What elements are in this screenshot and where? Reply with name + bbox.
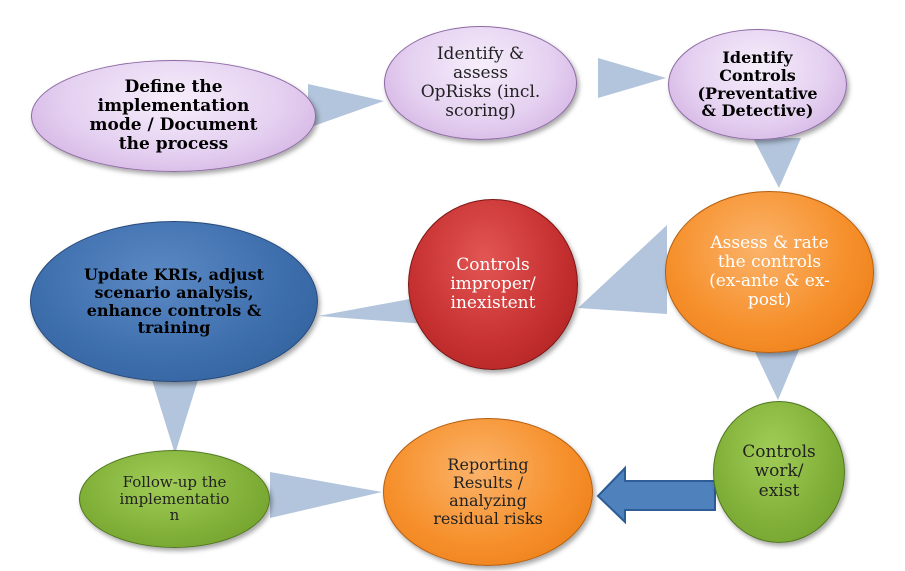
- node-reporting: Reporting Results / analyzing residual r…: [383, 418, 593, 566]
- connector-controls-to-assess: [753, 138, 801, 188]
- connector-identify-to-controls: [598, 58, 666, 98]
- node-controls-improper: Controls improper/ inexistent: [408, 199, 578, 370]
- node-identify-assess: Identify & assess OpRisks (incl. scoring…: [384, 26, 577, 140]
- connector-assess-to-work: [754, 350, 799, 400]
- node-update-kris-label: Update KRIs, adjust scenario analysis, e…: [83, 264, 265, 338]
- connector-define-to-identify: [308, 84, 384, 128]
- node-follow-up: Follow-up the implementatio n: [79, 450, 270, 548]
- node-identify-assess-label: Identify & assess OpRisks (incl. scoring…: [420, 43, 541, 122]
- node-reporting-label: Reporting Results / analyzing residual r…: [433, 455, 543, 528]
- arrow-work-to-reporting: [596, 465, 716, 525]
- node-identify-controls-label: Identify Controls (Preventative & Detect…: [697, 47, 818, 121]
- connector-improper-to-update: [318, 296, 426, 324]
- node-assess-rate-label: Assess & rate the controls (ex-ante & ex…: [709, 232, 830, 311]
- node-controls-work-label: Controls work/ exist: [742, 442, 816, 501]
- node-define-process: Define the implementation mode / Documen…: [31, 60, 316, 172]
- connector-update-to-followup: [152, 380, 198, 454]
- node-identify-controls: Identify Controls (Preventative & Detect…: [668, 29, 847, 140]
- node-follow-up-label: Follow-up the implementatio n: [119, 472, 230, 525]
- connector-followup-to-reporting: [270, 472, 382, 518]
- node-controls-improper-label: Controls improper/ inexistent: [450, 254, 536, 314]
- connector-assess-to-improper: [578, 225, 667, 314]
- node-define-process-label: Define the implementation mode / Documen…: [89, 76, 258, 155]
- node-update-kris: Update KRIs, adjust scenario analysis, e…: [30, 221, 318, 382]
- node-assess-rate: Assess & rate the controls (ex-ante & ex…: [665, 191, 874, 353]
- node-controls-work: Controls work/ exist: [713, 401, 845, 543]
